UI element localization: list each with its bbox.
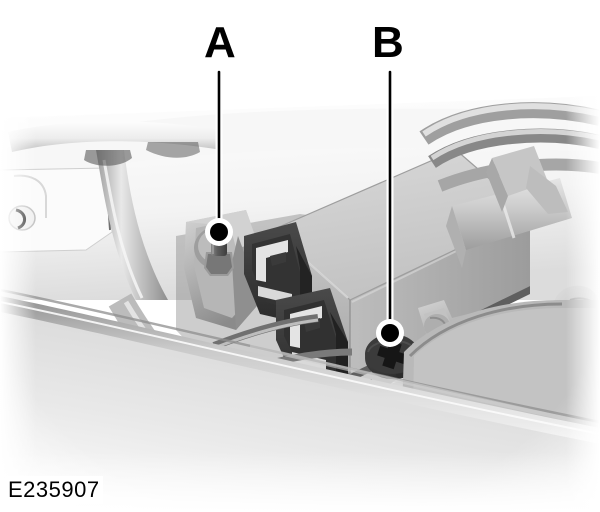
callout-marker-dot-a	[210, 223, 228, 241]
callout-leaders	[205, 68, 404, 347]
callout-marker-dot-b	[381, 324, 399, 342]
callout-label-a: A	[204, 18, 236, 67]
callout-leader-a	[205, 68, 233, 246]
figure-id-label: E235907	[6, 476, 103, 504]
callout-label-b: B	[372, 18, 404, 67]
callout-leader-b	[376, 68, 404, 347]
